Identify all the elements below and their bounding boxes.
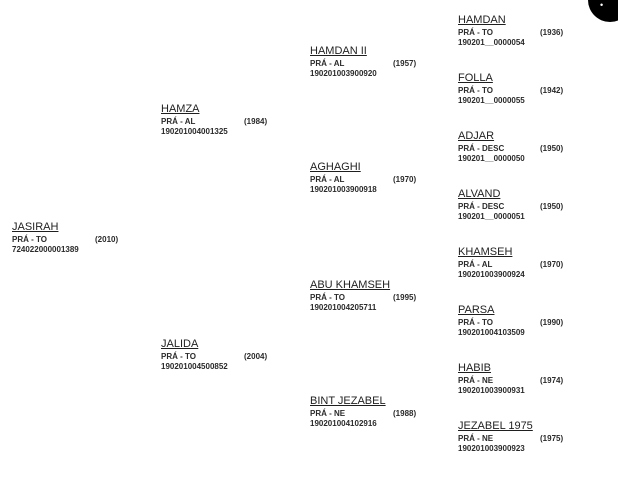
horse-registration: 190201003900923 (458, 444, 525, 453)
horse-name[interactable]: HABIB (458, 362, 492, 374)
horse-year: (1988) (393, 409, 417, 418)
horse-status: PRÁ - TO (310, 293, 345, 302)
horse-status: PRÁ - DESC (458, 144, 505, 153)
horse-registration: 190201004103509 (458, 328, 525, 337)
horse-status: PRÁ - AL (310, 175, 345, 184)
horse-registration: 190201__0000054 (458, 38, 525, 47)
horse-year: (1984) (244, 117, 268, 126)
pedigree-sire-dam: AGHAGHI PRÁ - AL (1970) 190201003900918 (310, 158, 416, 194)
pedigree-gen3-5: KHAMSEH PRÁ - AL (1970) 190201003900924 (458, 243, 563, 279)
horse-status: PRÁ - AL (310, 59, 345, 68)
horse-registration: 190201003900924 (458, 270, 525, 279)
horse-status: PRÁ - NE (458, 434, 494, 443)
pedigree-dam: JALIDA PRÁ - TO (2004) 190201004500852 (161, 335, 267, 371)
pedigree-dam-dam: BINT JEZABEL PRÁ - NE (1988) 190201004102… (310, 392, 416, 428)
horse-name[interactable]: JALIDA (161, 338, 199, 350)
pedigree-dam-sire: ABU KHAMSEH PRÁ - TO (1995) 1902010042057… (310, 276, 416, 312)
horse-year: (1936) (540, 28, 564, 37)
pedigree-sire: HAMZA PRÁ - AL (1984) 190201004001325 (161, 100, 267, 136)
horse-registration: 190201004102916 (310, 419, 377, 428)
horse-year: (2004) (244, 352, 268, 361)
horse-name[interactable]: PARSA (458, 304, 495, 316)
horse-name[interactable]: ADJAR (458, 130, 495, 142)
horse-year: (1957) (393, 59, 417, 68)
horse-status: PRÁ - TO (458, 86, 493, 95)
horse-status: PRÁ - TO (458, 28, 493, 37)
pedigree-gen3-6: PARSA PRÁ - TO (1990) 190201004103509 (458, 301, 563, 337)
horse-registration: 190201004500852 (161, 362, 228, 371)
horse-status: PRÁ - AL (161, 117, 196, 126)
horse-name[interactable]: KHAMSEH (458, 246, 513, 258)
horse-year: (1970) (393, 175, 417, 184)
pedigree-gen3-4: ALVAND PRÁ - DESC (1950) 190201__0000051 (458, 185, 563, 221)
horse-registration: 190201004001325 (161, 127, 228, 136)
horse-registration: 190201004205711 (310, 303, 377, 312)
horse-name[interactable]: FOLLA (458, 72, 493, 84)
horse-status: PRÁ - TO (161, 352, 196, 361)
badge-dot-icon: • (600, 0, 604, 10)
horse-status: PRÁ - NE (458, 376, 494, 385)
horse-name[interactable]: HAMDAN (458, 14, 506, 26)
pedigree-gen3-7: HABIB PRÁ - NE (1974) 190201003900931 (458, 359, 563, 395)
horse-name[interactable]: ABU KHAMSEH (310, 279, 391, 291)
horse-name[interactable]: HAMDAN II (310, 45, 367, 57)
horse-year: (1975) (540, 434, 564, 443)
pedigree-sire-sire: HAMDAN II PRÁ - AL (1957) 190201003900920 (310, 42, 416, 78)
horse-name[interactable]: HAMZA (161, 103, 200, 115)
horse-name[interactable]: JASIRAH (12, 221, 59, 233)
horse-year: (1942) (540, 86, 564, 95)
horse-year: (1995) (393, 293, 417, 302)
horse-status: PRÁ - NE (310, 409, 346, 418)
horse-year: (1974) (540, 376, 564, 385)
horse-year: (1950) (540, 202, 564, 211)
horse-year: (1950) (540, 144, 564, 153)
horse-status: PRÁ - TO (12, 235, 47, 244)
pedigree-gen3-3: ADJAR PRÁ - DESC (1950) 190201__0000050 (458, 127, 563, 163)
horse-year: (2010) (95, 235, 119, 244)
horse-name[interactable]: BINT JEZABEL (310, 395, 386, 407)
horse-status: PRÁ - DESC (458, 202, 505, 211)
horse-name[interactable]: AGHAGHI (310, 161, 361, 173)
horse-registration: 190201003900918 (310, 185, 377, 194)
horse-year: (1970) (540, 260, 564, 269)
horse-status: PRÁ - TO (458, 318, 493, 327)
pedigree-gen3-1: HAMDAN PRÁ - TO (1936) 190201__0000054 (458, 11, 563, 47)
horse-name[interactable]: JEZABEL 1975 (458, 420, 533, 432)
horse-status: PRÁ - AL (458, 260, 493, 269)
horse-registration: 190201003900920 (310, 69, 377, 78)
corner-badge[interactable]: • (588, 0, 618, 22)
horse-name[interactable]: ALVAND (458, 188, 501, 200)
horse-registration: 190201__0000055 (458, 96, 525, 105)
horse-registration: 190201003900931 (458, 386, 525, 395)
horse-year: (1990) (540, 318, 564, 327)
pedigree-gen3-8: JEZABEL 1975 PRÁ - NE (1975) 190201003900… (458, 417, 563, 453)
pedigree-gen3-2: FOLLA PRÁ - TO (1942) 190201__0000055 (458, 69, 563, 105)
horse-registration: 190201__0000050 (458, 154, 525, 163)
horse-registration: 724022000001389 (12, 245, 79, 254)
horse-registration: 190201__0000051 (458, 212, 525, 221)
pedigree-root: JASIRAH PRÁ - TO (2010) 724022000001389 (12, 218, 118, 254)
